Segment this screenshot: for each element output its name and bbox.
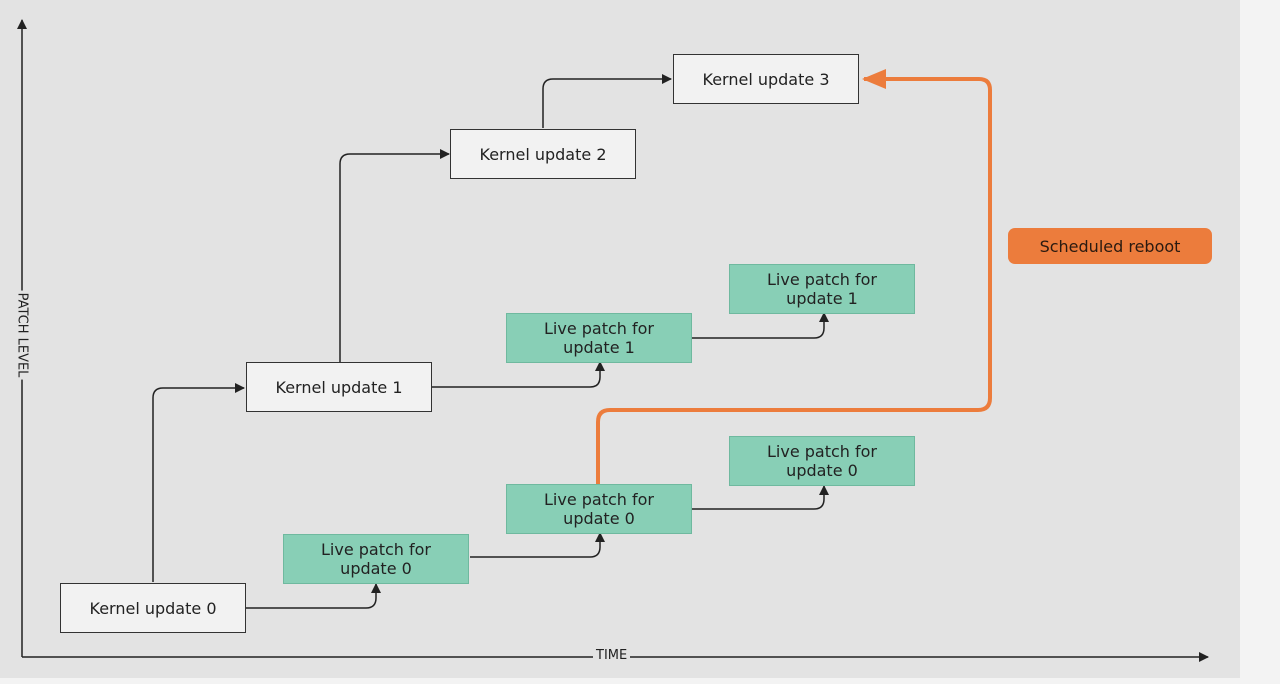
live-patch-line-1: Live patch for [766, 442, 877, 461]
reboot-path [596, 69, 992, 484]
connector-k0-p0a [246, 583, 381, 609]
scheduled-reboot-label[interactable]: Scheduled reboot [1008, 228, 1212, 264]
live-patch-line-2: update 1 [563, 338, 635, 357]
live-patch-update-0-box-c[interactable]: Live patch for update 0 [729, 436, 915, 486]
connector-k1-p1a [432, 361, 605, 388]
live-patch-line-2: update 1 [786, 289, 858, 308]
kernel-update-0-box[interactable]: Kernel update 0 [60, 583, 246, 633]
live-patch-update-0-box-b[interactable]: Live patch for update 0 [506, 484, 692, 534]
connector-p0b-p0c [692, 485, 829, 510]
live-patch-line-2: update 0 [563, 509, 635, 528]
live-patch-line-1: Live patch for [543, 319, 654, 338]
connector-k0-k1 [152, 383, 245, 582]
x-axis-label: TIME [593, 648, 631, 663]
y-axis-label: PATCH LEVEL [14, 290, 30, 380]
live-patch-line-1: Live patch for [766, 270, 877, 289]
connector-k1-k2 [339, 149, 450, 362]
connector-p0a-p0b [470, 532, 605, 558]
live-patch-update-1-box-a[interactable]: Live patch for update 1 [506, 313, 692, 363]
right-margin [1240, 0, 1280, 684]
bottom-margin [0, 678, 1240, 684]
kernel-update-2-box[interactable]: Kernel update 2 [450, 129, 636, 179]
kernel-update-3-box[interactable]: Kernel update 3 [673, 54, 859, 104]
live-patch-line-1: Live patch for [320, 540, 431, 559]
connector-p1a-p1b [692, 312, 829, 339]
live-patch-update-0-box-a[interactable]: Live patch for update 0 [283, 534, 469, 584]
kernel-update-1-box[interactable]: Kernel update 1 [246, 362, 432, 412]
live-patch-line-1: Live patch for [543, 490, 654, 509]
live-patch-line-2: update 0 [786, 461, 858, 480]
live-patch-line-2: update 0 [340, 559, 412, 578]
live-patch-update-1-box-b[interactable]: Live patch for update 1 [729, 264, 915, 314]
connector-k2-k3 [542, 74, 672, 128]
